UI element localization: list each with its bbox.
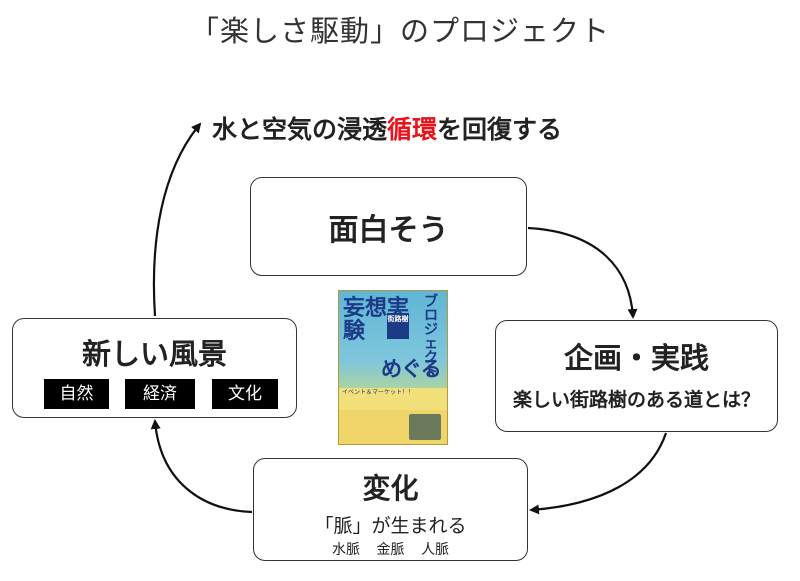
box-plan-sublabel: 楽しい街路樹のある道とは？: [512, 389, 760, 411]
goal-heading: 水と空気の浸透循環を回復する: [212, 110, 562, 146]
arrow-plan-to-change: [529, 432, 668, 515]
tag-nature: 自然: [44, 379, 109, 409]
box-fun: 面白そう: [250, 177, 527, 276]
project-poster-image: 妄想実験 街路樹 ブロジェクト めぐる イベント＆マーケット！！: [338, 290, 448, 445]
box-change-sublabel: 「脈」が生まれる: [314, 515, 467, 537]
box-new-landscape: 新しい風景 自然 経済 文化: [12, 318, 297, 418]
goal-highlight: 循環: [387, 115, 438, 144]
arrow-landscape-to-goal: [152, 122, 202, 317]
arrow-fun-to-plan: [527, 226, 638, 319]
box-change: 変化 「脈」が生まれる 水脈 金脈 人脈: [253, 458, 528, 561]
box-change-detail: 水脈 金脈 人脈: [332, 542, 449, 558]
goal-suffix: を回復する: [437, 115, 563, 144]
poster-lower-panel: [339, 410, 447, 444]
poster-badge: 街路樹: [387, 313, 409, 339]
goal-prefix: 水と空気の浸透: [212, 115, 388, 144]
box-plan-label: 企画・実践: [563, 341, 709, 375]
arrow-change-to-landscape: [150, 419, 253, 514]
box-plan-practice: 企画・実践 楽しい街路樹のある道とは？: [495, 320, 778, 432]
page-title: 「楽しさ駆動」のプロジェクト: [189, 14, 610, 48]
tag-culture: 文化: [212, 379, 278, 409]
box-change-label: 変化: [362, 472, 419, 505]
poster-swirl-text: めぐる: [381, 357, 442, 381]
box-fun-label: 面白そう: [328, 213, 449, 248]
poster-vertical-text: ブロジェクト: [424, 294, 438, 380]
poster-band: イベント＆マーケット！！: [339, 388, 447, 410]
box-landscape-label: 新しい風景: [81, 337, 227, 371]
tag-economy: 経済: [125, 379, 195, 409]
poster-photo: [409, 414, 441, 440]
